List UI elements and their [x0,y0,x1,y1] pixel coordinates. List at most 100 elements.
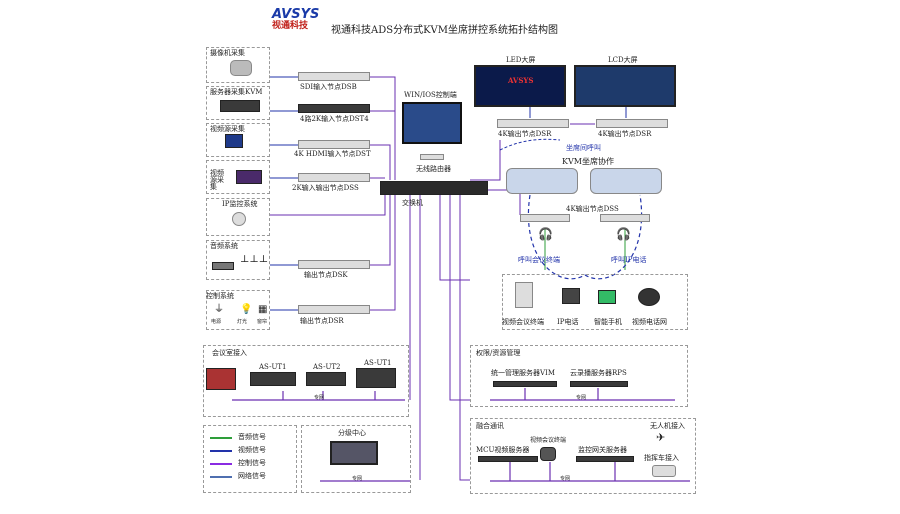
page-title: 视通科技ADS分布式KVM坐席拼控系统拓扑结构图 [331,25,559,36]
network-label: 专网 [560,476,571,482]
terminals-box [502,274,688,330]
source-label: 音频系统 [210,242,238,250]
fusion-item-label: MCU视频服务器 [476,446,530,454]
source-label: 服务器采集KVM [210,88,263,96]
wireless-router-icon [420,154,444,160]
output-node [497,119,569,128]
output-node [520,214,570,222]
permission-title: 权限/资源管理 [476,349,521,357]
network-switch [380,181,488,195]
ut-device [306,372,346,386]
legend-label: 网络信号 [238,472,266,480]
ut-label: AS-UT1 [364,359,392,367]
fusion-title: 融合通讯 [476,422,504,430]
ip-phone-device [562,288,580,304]
dome-camera-icon [232,212,246,226]
terminal-label: 视频会议终端 [502,318,544,326]
subcenter-video-wall [330,441,378,465]
source-label: IP监控系统 [222,200,258,208]
lcd-wall [574,65,676,107]
lamp-icon: 💡 [240,304,253,315]
switch-label: 交换机 [402,199,423,207]
node-device [298,305,370,314]
logo-wordmark: AVSYS [272,7,320,22]
lcd-title: LCD大屏 [608,56,638,64]
audio-device [212,262,234,270]
source-box-video2 [206,160,270,194]
source-box-video1 [206,123,270,157]
source-box-ip-camera [206,198,270,236]
legend-line-audio [210,437,232,439]
mcu-server [478,456,538,462]
source-label: 视频源采集 [210,169,224,191]
server-device [493,381,557,387]
meeting-room-title: 会议室接入 [212,349,247,357]
node-device [298,173,370,182]
legend-box [203,425,297,493]
node-label: 4K HDMI输入节点DST [294,150,371,158]
call-phone-label: 呼叫IP电话 [611,256,647,264]
fusion-item-label: 监控网关服务器 [578,446,627,454]
intercom-label: 坐席间呼叫 [566,144,601,152]
router-label: 无线路由器 [416,165,451,173]
legend-label: 视频信号 [238,446,266,454]
terminal-label: IP电话 [557,318,579,326]
control-icon-label: 电源 [211,319,222,325]
headset-icon: 🎧 [616,227,631,241]
source-label: 控制系统 [206,292,234,300]
server-label: 云录播服务器RPS [570,369,627,377]
node-device [298,140,370,149]
legend-line-control [210,463,232,465]
lcd-node-label: 4K输出节点DSR [598,130,652,138]
kvm-console-left [506,168,578,194]
camera-device [230,60,252,76]
source-label: 摄像机采集 [210,49,245,57]
conference-camera [540,447,556,461]
output-node [596,119,668,128]
server-device [570,381,628,387]
node-label: SDI输入节点DSB [300,83,357,91]
kvm-title: KVM坐席协作 [562,157,614,166]
network-label: 专网 [576,395,587,401]
node-label: 2K输入输出节点DSS [292,184,359,192]
source-label: 视频源采集 [210,125,245,133]
node-label: 4路2K输入节点DST4 [300,115,369,123]
server-label: 统一管理服务器VIM [491,369,555,377]
fusion-box [470,418,696,494]
legend-line-network [210,476,232,478]
source-box-camera [206,47,270,83]
vehicle-label: 指挥车接入 [644,454,679,462]
fusion-item-label: 视频会议终端 [530,437,567,444]
microphone-icon: ⊥⊥⊥ [240,254,269,265]
control-terminal-label: WIN/IOS控制端 [404,91,457,99]
source-box-control [206,290,270,330]
control-icon-label: 灯光 [237,319,248,325]
call-terminal-label: 呼叫会议终端 [518,256,560,264]
meeting-room-photo [206,368,236,390]
drone-label: 无人机接入 [650,422,685,430]
subcenter-box [301,425,411,493]
pc-device [225,134,243,148]
ut-label: AS-UT1 [259,363,287,371]
curtain-icon: ▦ [258,304,268,315]
output-node [600,214,650,222]
terminal-label: 视频电话网 [632,318,667,326]
node-label: 输出节点DSR [300,317,344,325]
node-device [298,260,370,269]
legend-label: 控制信号 [238,459,266,467]
headset-icon: 🎧 [538,227,553,241]
smartphone-device [598,290,616,304]
led-title: LED大屏 [506,56,536,64]
drone-icon: ✈ [656,431,666,444]
video-conference-terminal [515,282,533,308]
subcenter-title: 分级中心 [338,429,366,437]
ut-device [250,372,296,386]
legend-line-video [210,450,232,452]
conference-phone-device [638,288,660,306]
led-node-label: 4K输出节点DSR [498,130,552,138]
kvm-node-label: 4K输出节点DSS [566,205,619,213]
logo-subtext: 视通科技 [272,21,309,31]
server-device [220,100,260,112]
led-wall [474,65,566,107]
